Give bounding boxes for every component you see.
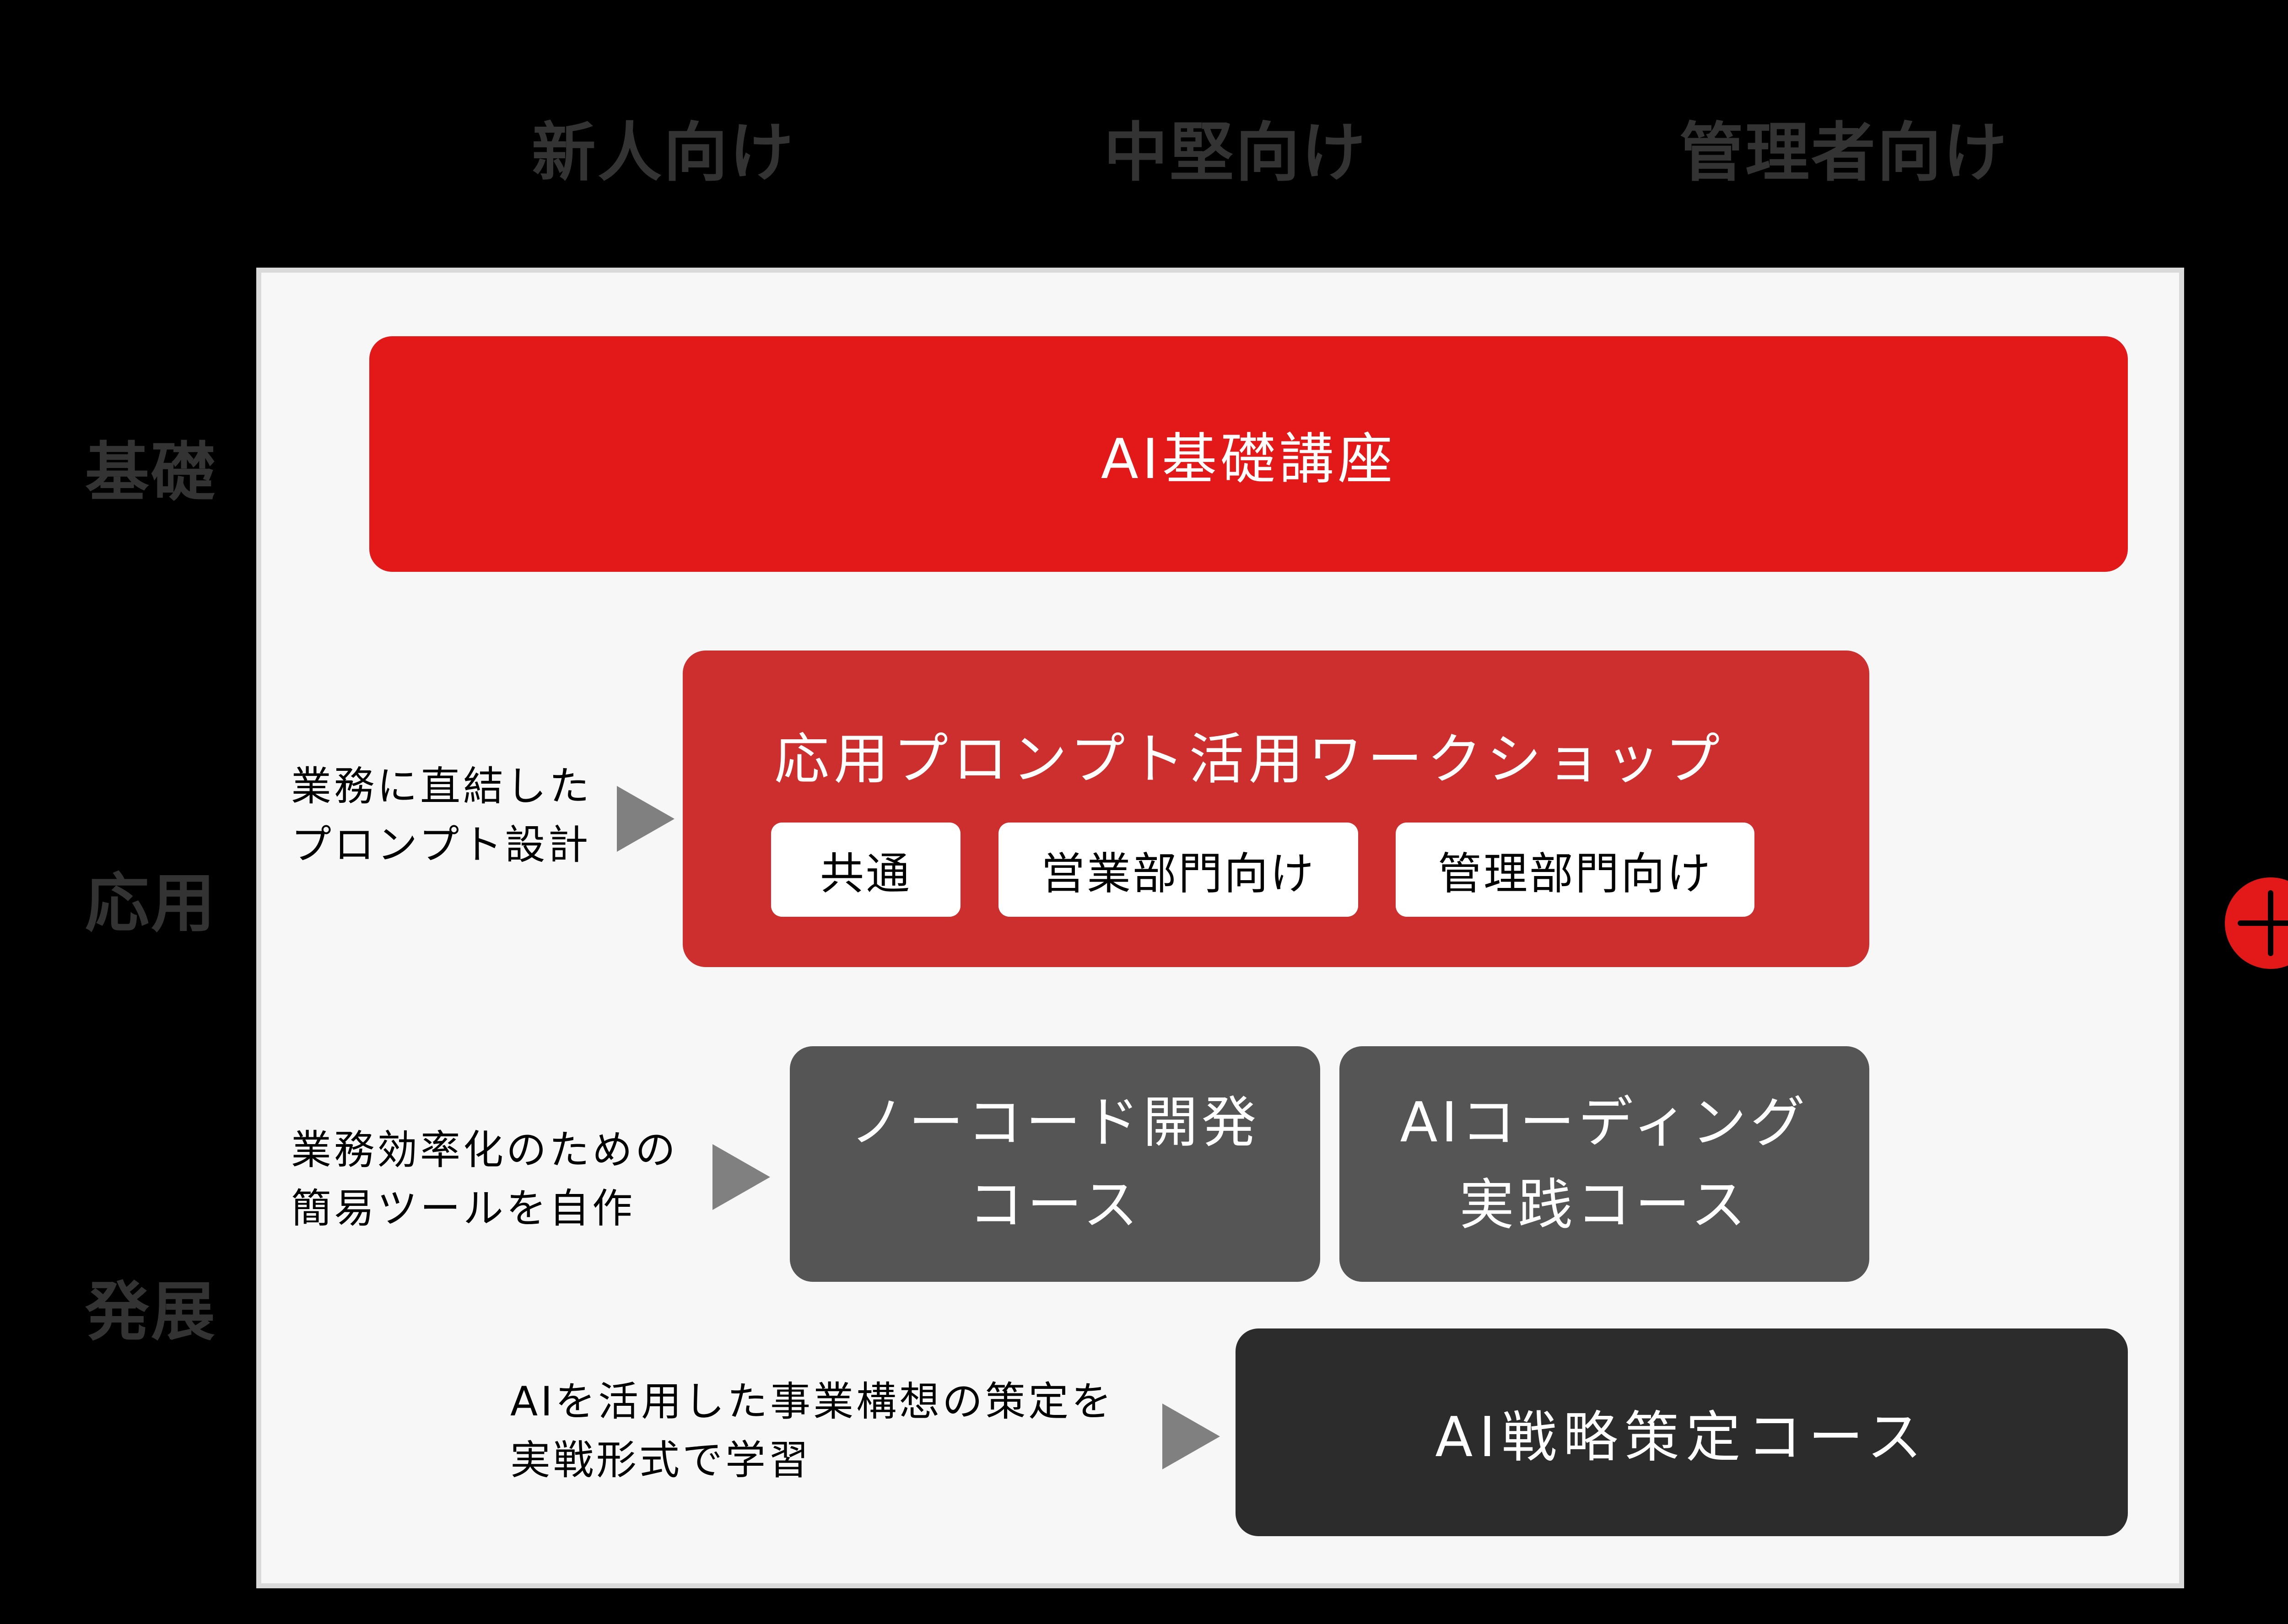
workshop-title: 応用プロンプト活用ワークショップ [774, 728, 1725, 791]
chip-sales-dept[interactable]: 営業部門向け [998, 823, 1358, 917]
row-label-applied: 応用 [85, 866, 217, 941]
workshop-description: 業務に直結した プロンプト設計 [291, 757, 592, 874]
chip-admin-dept[interactable]: 管理部門向け [1396, 823, 1754, 917]
workshop-description-line2: プロンプト設計 [291, 821, 591, 868]
strategy-description-line1: AIを活用した事業構想の策定を [510, 1378, 1115, 1425]
course-nocode-line2: コース [968, 1173, 1142, 1237]
strategy-description: AIを活用した事業構想の策定を 実戦形式で学習 [510, 1372, 1114, 1490]
column-header-manager: 管理者向け [1679, 116, 2009, 190]
course-nocode[interactable]: ノーコード開発 コース [790, 1046, 1320, 1282]
course-nocode-line1: ノーコード開発 [850, 1091, 1260, 1155]
development-description-line1: 業務効率化のための [291, 1126, 679, 1173]
development-description-line2: 簡易ツールを自作 [291, 1185, 636, 1232]
workshop-description-line1: 業務に直結した [291, 763, 593, 810]
course-ai-coding[interactable]: AIコーディング 実践コース [1339, 1046, 1869, 1282]
chip-sales-dept-label: 営業部門向け [1041, 848, 1316, 899]
strategy-description-line2: 実戦形式で学習 [510, 1436, 812, 1484]
course-ai-strategy-title: AI戦略策定コース [1435, 1406, 1928, 1469]
chip-admin-dept-label: 管理部門向け [1438, 848, 1712, 899]
chip-common[interactable]: 共通 [771, 823, 961, 917]
row-label-advanced: 発展 [85, 1275, 217, 1350]
arrow-right-icon [712, 1144, 770, 1210]
plus-icon [2225, 877, 2288, 969]
column-header-midlevel: 中堅向け [1103, 116, 1367, 190]
row-label-basic: 基礎 [85, 436, 217, 510]
column-header-newcomer: 新人向け [531, 116, 795, 190]
development-description: 業務効率化のための 簡易ツールを自作 [291, 1121, 678, 1238]
arrow-right-icon [617, 786, 675, 852]
course-ai-basics[interactable]: AI基礎講座 [369, 336, 2128, 572]
arrow-right-icon [1162, 1404, 1220, 1469]
course-ai-strategy[interactable]: AI戦略策定コース [1236, 1328, 2128, 1536]
course-prompt-workshop[interactable]: 応用プロンプト活用ワークショップ 共通 営業部門向け 管理部門向け [683, 651, 1869, 967]
chip-common-label: 共通 [820, 848, 912, 899]
course-ai-basics-title: AI基礎講座 [1101, 427, 1397, 491]
course-ai-coding-line2: 実践コース [1459, 1173, 1749, 1237]
course-ai-coding-line1: AIコーディング [1400, 1091, 1809, 1155]
